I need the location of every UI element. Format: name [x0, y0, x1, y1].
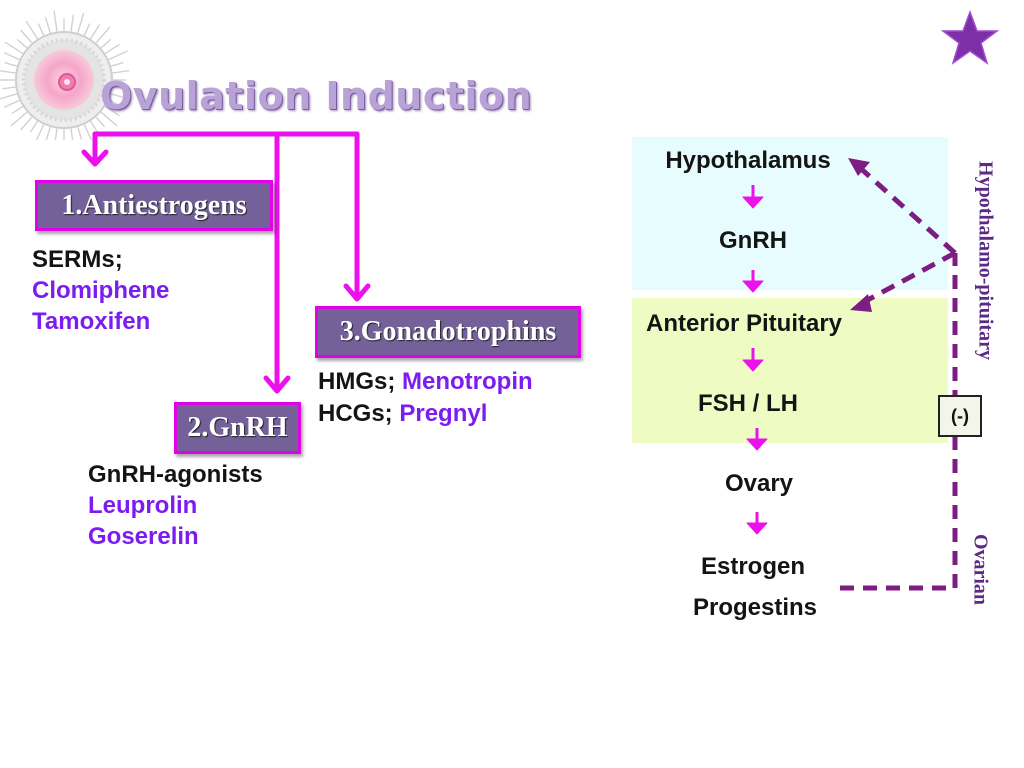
gonadotrophin-hcg-line: HCGs; Pregnyl — [318, 398, 487, 429]
axis-arrow-5 — [746, 512, 768, 535]
arrowhead-antiestrogens — [81, 149, 109, 167]
page-title: Ovulation Induction — [100, 74, 533, 118]
antiestrogens-class: SERMs; — [32, 246, 123, 273]
drug-leuprolin: Leuprolin — [88, 492, 198, 519]
drug-pregnyl: Pregnyl — [399, 400, 488, 427]
heading-antiestrogens: 1.Antiestrogens — [35, 180, 273, 231]
step-progestins: Progestins — [692, 594, 818, 621]
arrowhead-pituitary — [850, 294, 872, 312]
heading-gnrh: 2.GnRH — [174, 402, 301, 454]
arrowhead-hypothalamus — [848, 158, 870, 176]
feedback-to-pituitary — [860, 250, 957, 306]
feedback-arrowheads — [848, 158, 872, 312]
axis-arrow-4 — [746, 428, 768, 451]
step-hypothalamus: Hypothalamus — [665, 147, 831, 174]
ovum-icon — [0, 10, 132, 140]
drug-goserelin: Goserelin — [88, 523, 199, 550]
hcg-prefix: HCGs; — [318, 400, 400, 427]
drug-clomiphene: Clomiphene — [32, 277, 170, 304]
feedback-to-hypothalamus — [856, 164, 957, 255]
drug-menotropin: Menotropin — [402, 368, 533, 395]
heading-gonadotrophins: 3.Gonadotrophins — [315, 306, 581, 358]
step-gnrh: GnRH — [719, 227, 787, 254]
feedback-loops — [840, 164, 958, 591]
negative-feedback-badge: (-) — [938, 395, 982, 437]
arrowhead-gonadotrophins — [343, 283, 371, 302]
step-fsh-lh: FSH / LH — [698, 390, 798, 417]
ovarian-feedback-line — [840, 253, 958, 591]
pituitary-panel — [632, 298, 948, 443]
axis-arrow-1 — [742, 185, 764, 209]
step-ovary: Ovary — [724, 470, 794, 497]
drug-tamoxifen: Tamoxifen — [32, 308, 151, 335]
gonadotrophin-hmg-line: HMGs; Menotropin — [318, 366, 533, 397]
label-hypothalamo-pituitary: Hypothalamo-pituitary — [974, 161, 997, 360]
hypothalamus-panel — [632, 137, 948, 290]
gnrh-class: GnRH-agonists — [88, 461, 263, 488]
axis-arrow-2 — [742, 270, 764, 293]
arrowhead-gnrh — [263, 375, 291, 394]
star-icon — [940, 9, 1000, 65]
hmg-prefix: HMGs; — [318, 368, 402, 395]
axis-arrow-3 — [742, 348, 764, 372]
label-ovarian: Ovarian — [969, 533, 992, 606]
step-estrogen: Estrogen — [700, 553, 805, 580]
step-anterior-pituitary: Anterior Pituitary — [645, 310, 843, 337]
